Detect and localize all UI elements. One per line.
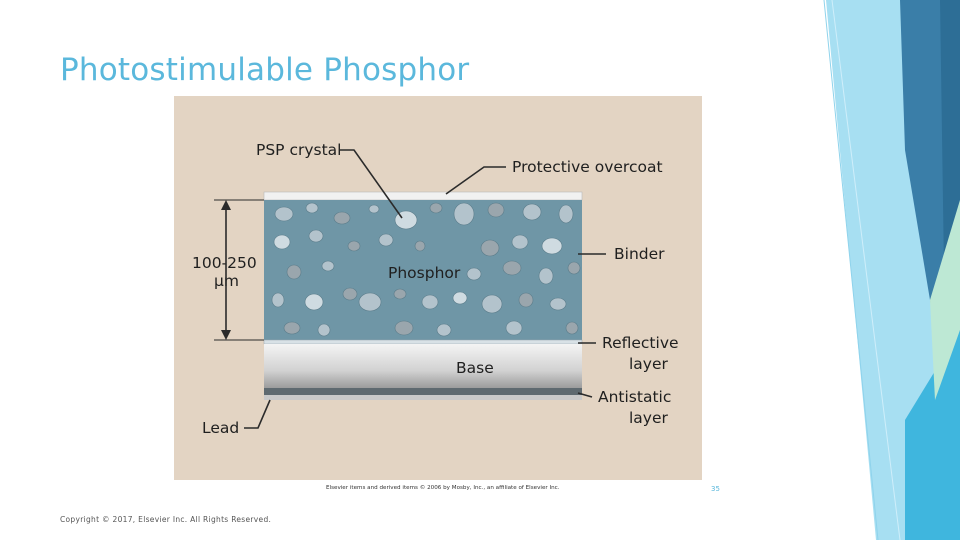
crystal	[368, 204, 380, 214]
label-protective-overcoat: Protective overcoat	[512, 158, 663, 176]
deco-line-1	[823, 0, 879, 540]
crystal	[522, 203, 542, 221]
reflective-layer	[263, 339, 583, 345]
crystal	[273, 234, 291, 250]
crystal	[541, 237, 563, 255]
crystal	[549, 297, 567, 311]
crystal	[466, 267, 482, 281]
lead-layer	[264, 395, 582, 400]
phosphor-layer	[264, 200, 582, 340]
leader-protective-overcoat	[445, 166, 506, 195]
psp-diagram: PSP crystal Protective overcoat Binder P…	[174, 96, 702, 480]
crystal	[565, 321, 579, 335]
crystal	[436, 323, 452, 337]
crystal	[274, 206, 294, 222]
crystal	[333, 211, 351, 225]
deco-shape-accent	[905, 330, 960, 540]
leader-lines	[214, 149, 606, 429]
label-antistatic-line2: layer	[629, 409, 669, 427]
page-number: 35	[711, 485, 720, 493]
psp-crystals	[271, 202, 581, 337]
crystal	[505, 320, 523, 336]
crystal	[421, 294, 439, 310]
crystal	[321, 260, 335, 272]
crystal	[518, 292, 534, 308]
label-lead: Lead	[202, 419, 239, 437]
crystal	[394, 320, 414, 336]
label-reflective-line1: Reflective	[602, 334, 679, 352]
antistatic-layer	[264, 388, 582, 395]
label-psp-crystal: PSP crystal	[256, 141, 342, 159]
base-layer	[264, 344, 582, 388]
crystal	[305, 202, 319, 214]
label-phosphor: Phosphor	[388, 264, 461, 282]
deco-shape-pale	[930, 200, 960, 400]
label-base: Base	[456, 359, 494, 377]
crystal	[308, 229, 324, 243]
deco-line-2	[831, 0, 901, 540]
label-reflective-line2: layer	[629, 355, 669, 373]
crystal	[502, 260, 522, 276]
crystal	[393, 288, 407, 300]
crystal	[487, 202, 505, 218]
leader-lead	[244, 399, 271, 429]
crystal	[317, 323, 331, 337]
thickness-arrow-up	[221, 200, 231, 210]
crystal	[481, 294, 503, 314]
figure-credit: Elsevier items and derived items © 2006 …	[326, 485, 560, 491]
protective-overcoat-layer	[263, 191, 583, 201]
thickness-arrow-down	[221, 330, 231, 340]
crystal	[538, 267, 554, 285]
crystal	[452, 291, 468, 305]
crystal	[480, 239, 500, 257]
crystal	[414, 240, 426, 252]
crystal	[429, 202, 443, 214]
crystal	[347, 240, 361, 252]
label-antistatic-line1: Antistatic	[598, 388, 671, 406]
crystal	[342, 287, 358, 301]
label-thickness-value: 100-250	[192, 254, 257, 272]
copyright-text: Copyright © 2017, Elsevier Inc. All Righ…	[60, 515, 272, 524]
crystal	[511, 234, 529, 250]
leader-antistatic	[577, 392, 593, 398]
crystal	[378, 233, 394, 247]
leader-psp-crystal	[340, 149, 403, 219]
crystal	[567, 261, 581, 275]
crystal	[286, 264, 302, 280]
slide-title: Photostimulable Phosphor	[60, 52, 470, 88]
crystal	[358, 292, 382, 312]
crystal	[271, 292, 285, 308]
label-binder: Binder	[614, 245, 665, 263]
crystal	[453, 202, 475, 226]
crystal	[304, 293, 324, 311]
crystal	[283, 321, 301, 335]
crystal	[558, 204, 574, 224]
